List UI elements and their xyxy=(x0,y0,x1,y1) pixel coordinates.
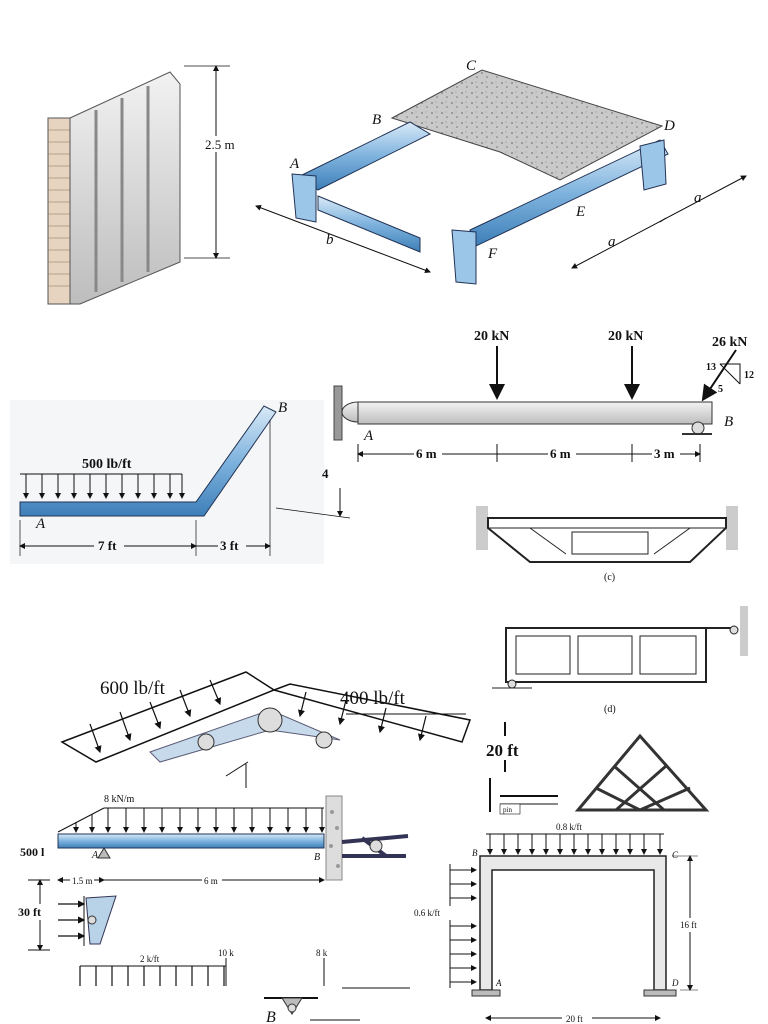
bottom-point-load-1: 10 k xyxy=(218,948,234,958)
floor-point-c: C xyxy=(466,58,477,74)
floor-point-e: E xyxy=(575,204,585,220)
beam-load-2: 20 kN xyxy=(608,329,643,344)
frame-c-panel: (c) xyxy=(476,506,738,583)
portal-corner-c: C xyxy=(672,850,679,860)
simple-beam-panel: 20 kN 20 kN 26 kN 13 12 5 A B 6 m 6 m 3 … xyxy=(333,329,754,462)
bent-dim-right: 3 ft xyxy=(220,538,239,553)
roof-height-label: 20 ft xyxy=(486,741,519,760)
beam-support-a: A xyxy=(363,428,374,444)
cantilever-support-b: B xyxy=(314,852,320,863)
floor-dim-b: b xyxy=(326,232,334,248)
frame-d-panel: (d) xyxy=(492,606,748,715)
roof-load-right: 400 lb/ft xyxy=(340,688,406,709)
bent-point-b: B xyxy=(278,400,287,416)
cantilever-dim-1: 1.5 m xyxy=(72,876,93,886)
floor-point-d: D xyxy=(663,118,675,134)
portal-side-load: 0.6 k/ft xyxy=(414,908,440,918)
beam-dim-1: 6 m xyxy=(416,446,437,461)
bottom-point-b: B xyxy=(266,1009,276,1024)
floor-point-a: A xyxy=(289,156,300,172)
floor-frame-panel: A B C D E F b a a xyxy=(255,58,747,285)
bottom-dist-load: 2 k/ft xyxy=(140,954,160,964)
portal-height: 16 ft xyxy=(680,920,697,930)
beam-dim-3: 3 m xyxy=(654,446,675,461)
portal-frame-panel: 0.8 k/ft 0.6 k/ft B C A D 16 ft 20 ft xyxy=(412,822,706,1024)
beam-slope-13: 13 xyxy=(706,362,716,373)
beam-support-b: B xyxy=(724,414,733,430)
roof-truss-panel: 600 lb/ft 400 lb/ft 20 ft pin xyxy=(60,671,710,815)
floor-dim-a-1: a xyxy=(608,234,616,250)
bent-load-label: 500 lb/ft xyxy=(82,457,132,472)
beam-slope-12: 12 xyxy=(744,370,754,381)
cantilever-left-cut: 500 l xyxy=(20,845,45,859)
bottom-point-load-2: 8 k xyxy=(316,948,328,958)
beam-load-1: 20 kN xyxy=(474,329,509,344)
portal-top-load: 0.8 k/ft xyxy=(556,822,582,832)
bent-point-a: A xyxy=(35,516,46,532)
roof-pin-label: pin xyxy=(503,806,512,814)
portal-corner-b: B xyxy=(472,848,478,858)
roof-load-left: 600 lb/ft xyxy=(100,678,166,699)
bent-member-panel: 500 lb/ft A B 7 ft 3 ft 4 xyxy=(10,400,351,564)
side-truss-panel: 30 ft xyxy=(16,879,117,951)
beam-dim-2: 6 m xyxy=(550,446,571,461)
bent-dim-height: 4 xyxy=(322,466,329,481)
frame-d-caption: (d) xyxy=(604,704,616,715)
cantilever-dim-2: 6 m xyxy=(204,876,218,886)
portal-corner-a: A xyxy=(495,978,502,988)
portal-corner-d: D xyxy=(671,978,679,988)
cantilever-panel: 8 kN/m A B 1.5 m 6 m 500 l xyxy=(20,761,409,886)
beam-slope-5: 5 xyxy=(718,384,723,395)
bottom-loads-panel: 2 k/ft 10 k 8 k B xyxy=(79,948,410,1024)
cantilever-support-a: A xyxy=(91,850,99,861)
cantilever-load: 8 kN/m xyxy=(104,794,135,805)
side-truss-height: 30 ft xyxy=(18,905,41,919)
frame-c-caption: (c) xyxy=(604,572,615,583)
floor-dim-a-2: a xyxy=(694,190,702,206)
bent-dim-left: 7 ft xyxy=(98,538,117,553)
wall-height-label: 2.5 m xyxy=(205,137,235,152)
wall-panel: 2.5 m xyxy=(47,65,243,305)
beam-load-3: 26 kN xyxy=(712,335,747,350)
portal-span: 20 ft xyxy=(566,1014,583,1024)
floor-point-f: F xyxy=(487,246,498,262)
floor-point-b: B xyxy=(372,112,381,128)
